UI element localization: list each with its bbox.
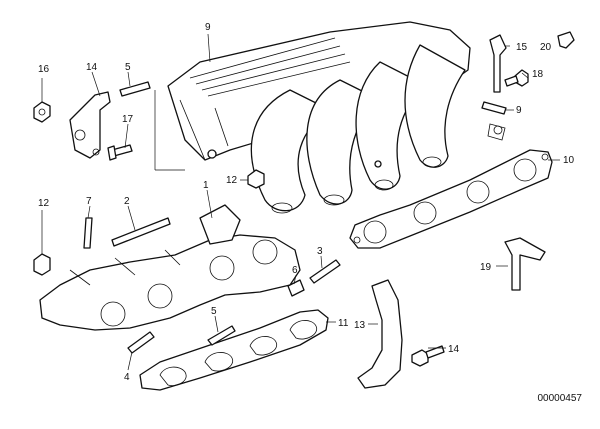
callout-18: 17: [122, 114, 134, 125]
callout-4: 4: [124, 372, 130, 383]
callout-9-top: 9: [205, 22, 211, 33]
callout-5-lower: 5: [211, 306, 217, 317]
callout-10: 10: [563, 155, 575, 166]
callout-21: 20: [540, 42, 552, 53]
callout-1: 1: [203, 180, 209, 191]
exhaust-manifold: [39, 204, 301, 331]
document-id: 00000457: [537, 393, 583, 404]
callout-12-lower: 12: [38, 198, 50, 209]
clip-21: [557, 31, 575, 49]
leader-lines: [41, 33, 560, 371]
bracket-15: [69, 91, 111, 159]
callout-3: 3: [317, 246, 323, 257]
callout-20: 19: [480, 262, 492, 273]
callout-19: 18: [532, 69, 544, 80]
heat-shield: [357, 279, 403, 389]
callout-13: 13: [354, 320, 366, 331]
exhaust-gasket: [139, 309, 329, 391]
callout-16: 15: [516, 42, 528, 53]
fastener-group: [33, 69, 529, 367]
callout-5-top: 5: [125, 62, 131, 73]
bracket-16: [489, 34, 507, 93]
callout-2: 2: [124, 196, 130, 207]
callout-labels: 9 16 14 5 17 12 15 20 18 9 10 12 7 2 1 3…: [38, 22, 575, 383]
callout-15: 14: [86, 62, 98, 73]
callout-9-side: 9: [516, 105, 522, 116]
callout-11: 11: [338, 318, 349, 329]
intake-gasket: [349, 123, 553, 249]
intake-manifold: [167, 21, 471, 214]
callout-6: 6: [292, 265, 298, 276]
callout-17: 16: [38, 64, 50, 75]
bracket-20: [504, 237, 546, 291]
callout-14: 14: [448, 344, 460, 355]
callout-7: 7: [86, 196, 92, 207]
callout-12-top: 12: [226, 175, 238, 186]
